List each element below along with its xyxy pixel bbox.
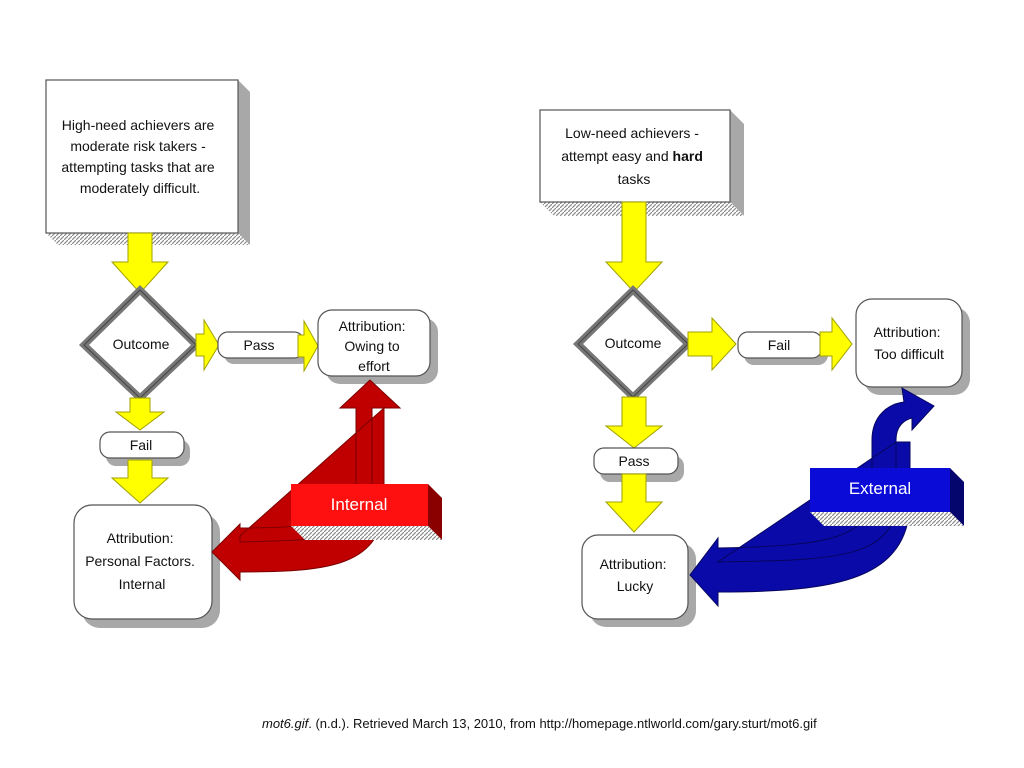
- left-pass-label: Pass: [243, 337, 274, 353]
- right-lucky-line-2: Lucky: [617, 578, 654, 594]
- right-external-label: External: [849, 479, 911, 498]
- left-outcome-label: Outcome: [113, 336, 170, 352]
- right-diagram: Low-need achievers - attempt easy and ha…: [539, 109, 970, 627]
- right-external-box: External: [810, 468, 964, 526]
- svg-text:High-need achievers are: High-need achievers are moderate risk ta…: [61, 117, 218, 196]
- left-outcome-diamond: Outcome: [78, 285, 202, 403]
- right-fail-pill: Fail: [737, 331, 828, 365]
- right-arrow-fail-to-attribution: [819, 316, 853, 372]
- left-top-box: High-need achievers are moderate risk ta…: [45, 79, 250, 245]
- right-difficult-line-1: Attribution:: [874, 324, 941, 340]
- left-top-line-3: attempting tasks that are: [61, 159, 215, 175]
- right-fail-label: Fail: [768, 337, 791, 353]
- left-internal-curved-arrow: [211, 379, 402, 582]
- right-difficult-line-2: Too difficult: [874, 346, 944, 362]
- right-pass-label: Pass: [618, 453, 649, 469]
- right-attribution-lucky: Attribution: Lucky: [581, 534, 696, 627]
- right-pass-pill: Pass: [593, 447, 684, 482]
- right-outcome-diamond: Outcome: [572, 285, 694, 402]
- svg-text:Low-need achievers - a: Low-need achievers - attempt easy and ha…: [561, 125, 707, 187]
- right-top-line-2: attempt easy and: [561, 148, 668, 164]
- right-attribution-difficult: Attribution: Too difficult: [855, 298, 970, 395]
- left-fail-label: Fail: [130, 437, 153, 453]
- right-top-bold-word: hard: [673, 148, 703, 164]
- svg-text:Attribution: Lucky: Attribution: Lucky: [600, 556, 671, 594]
- left-diagram: High-need achievers are moderate risk ta…: [45, 79, 442, 628]
- right-top-line-3: tasks: [618, 171, 651, 187]
- left-arrow-pass-to-attribution: [297, 319, 319, 373]
- right-arrow-pass-to-attribution: [604, 473, 664, 533]
- left-top-line-4: moderately difficult.: [80, 180, 200, 196]
- svg-text:Attribution: Personal: Attribution: Personal Factors. Internal: [85, 530, 199, 592]
- left-personal-line-2: Personal Factors.: [85, 553, 195, 569]
- right-lucky-line-1: Attribution:: [600, 556, 667, 572]
- left-effort-line-2: Owing to: [344, 338, 399, 354]
- left-internal-label: Internal: [331, 495, 388, 514]
- right-top-box: Low-need achievers - attempt easy and ha…: [539, 109, 744, 216]
- left-arrow-box-to-outcome: [110, 232, 170, 294]
- svg-text:Attribution: Too diffi: Attribution: Too difficult: [874, 324, 945, 362]
- svg-text:Attribution: Owing to: Attribution: Owing to effort: [339, 318, 410, 374]
- left-personal-line-1: Attribution:: [107, 530, 174, 546]
- left-top-line-2: moderate risk takers -: [70, 138, 206, 154]
- left-internal-box: Internal: [291, 484, 442, 540]
- left-effort-line-1: Attribution:: [339, 318, 406, 334]
- right-outcome-label: Outcome: [605, 335, 662, 351]
- left-arrow-outcome-to-fail: [114, 397, 166, 431]
- left-attribution-effort: Attribution: Owing to effort: [317, 309, 438, 384]
- right-arrow-outcome-to-fail: [687, 316, 737, 372]
- left-personal-line-3: Internal: [119, 576, 166, 592]
- left-arrow-outcome-to-pass: [195, 318, 220, 372]
- left-attribution-personal: Attribution: Personal Factors. Internal: [73, 504, 220, 628]
- source-caption: mot6.gif. (n.d.). Retrieved March 13, 20…: [262, 716, 1002, 731]
- right-top-line-1: Low-need achievers -: [565, 125, 699, 141]
- left-pass-pill: Pass: [217, 331, 310, 364]
- right-arrow-outcome-to-pass: [604, 396, 664, 449]
- left-fail-pill: Fail: [99, 431, 190, 466]
- left-top-line-1: High-need achievers are: [62, 117, 215, 133]
- right-arrow-box-to-outcome: [604, 201, 664, 293]
- left-arrow-fail-to-attribution: [110, 459, 170, 504]
- left-effort-line-3: effort: [358, 358, 390, 374]
- caption-title: mot6.gif: [262, 716, 309, 731]
- caption-rest: . (n.d.). Retrieved March 13, 2010, from…: [308, 716, 817, 731]
